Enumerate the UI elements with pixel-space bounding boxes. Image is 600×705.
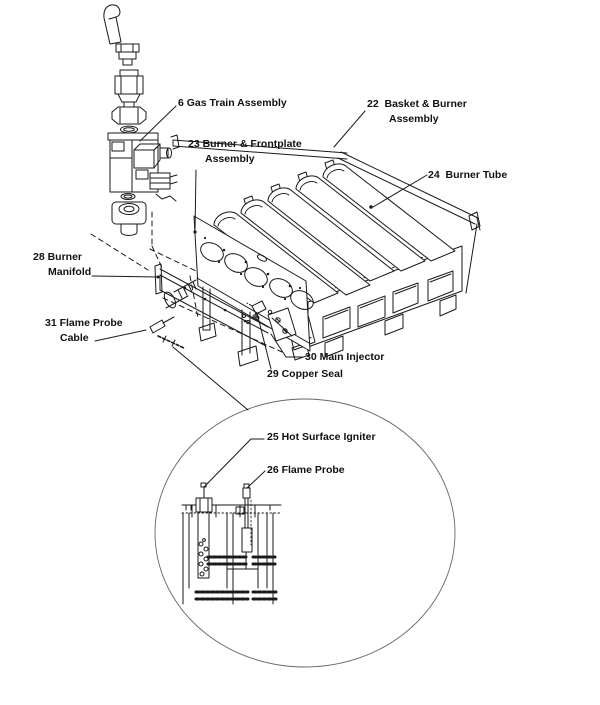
burner-manifold-drawing xyxy=(154,263,269,347)
detail-inset-drawing xyxy=(181,482,282,605)
detail-circle xyxy=(154,398,456,668)
leader-hot-surface-igniter xyxy=(203,438,265,488)
label-flame-probe-cable-line2: Cable xyxy=(60,332,89,344)
gas-train-drawing xyxy=(103,4,178,236)
label-flame-probe-cable-line1: 31 Flame Probe xyxy=(45,317,123,329)
label-copper-seal: 29 Copper Seal xyxy=(267,368,343,380)
label-basket-burner-line2: Assembly xyxy=(389,113,439,125)
label-burner-manifold-line2: Manifold xyxy=(48,266,92,278)
leader-flame-probe xyxy=(246,470,266,489)
label-burner-manifold-line1: 28 Burner xyxy=(33,251,83,263)
flame-probe-cable-drawing xyxy=(149,316,185,349)
label-main-injector: 30 Main Injector xyxy=(305,351,385,363)
leader-flame-probe-cable xyxy=(94,329,147,342)
leader-burner-frontplate xyxy=(194,169,197,232)
burner-tubes-drawing xyxy=(213,159,456,304)
basket-drawing xyxy=(170,134,481,361)
label-gas-train-assembly: 6 Gas Train Assembly xyxy=(178,97,287,109)
leader-basket-burner xyxy=(333,110,366,148)
leader-gas-train xyxy=(139,105,177,142)
flame-probe-section xyxy=(241,483,253,570)
leader-burner-tube xyxy=(372,174,428,208)
burner-perforation-strips xyxy=(194,555,280,601)
injector-drawing xyxy=(242,300,297,342)
leader-main-injector xyxy=(270,333,303,358)
leader-copper-seal xyxy=(256,312,272,370)
manifold-inlet-nipple xyxy=(163,279,197,309)
label-burner-tube: 24 Burner Tube xyxy=(428,169,508,181)
label-flame-probe: 26 Flame Probe xyxy=(267,464,345,476)
label-hot-surface-igniter: 25 Hot Surface Igniter xyxy=(267,431,376,443)
label-basket-burner-line1: 22 Basket & Burner xyxy=(367,98,467,110)
frontplate-screw-dots xyxy=(203,236,302,301)
leader-burner-manifold xyxy=(91,275,158,278)
label-burner-frontplate-line1: 23 Burner & Frontplate xyxy=(188,138,302,150)
magnifier-line xyxy=(172,346,249,411)
leader-lines xyxy=(91,105,428,489)
label-burner-frontplate-line2: Assembly xyxy=(205,153,255,165)
